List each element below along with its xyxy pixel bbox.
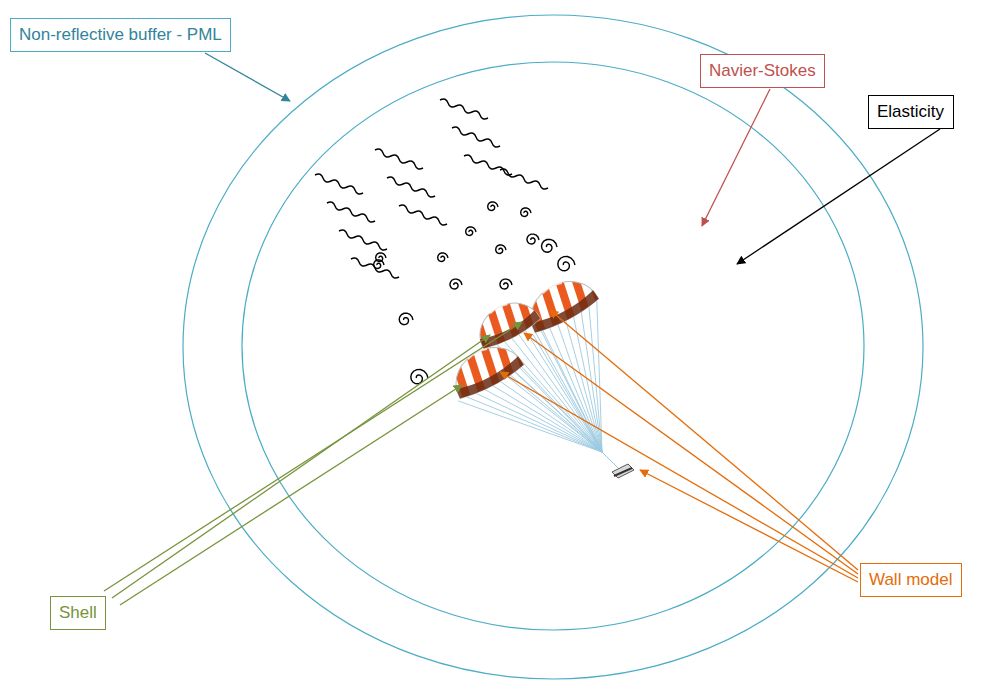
label-text: Elasticity	[877, 102, 945, 122]
riser-line	[602, 452, 620, 470]
suspension-line	[517, 332, 602, 452]
vortex-spiral	[376, 253, 386, 262]
suspension-line	[506, 376, 602, 453]
label-text: Shell	[59, 603, 97, 623]
vortex-spiral	[411, 370, 428, 384]
model-label-box: Shell	[50, 596, 106, 630]
wake-stroke	[440, 99, 488, 119]
canopy	[470, 292, 542, 352]
wake-stroke	[464, 155, 512, 175]
region-label-box: Elasticity	[868, 95, 954, 129]
vortex-spiral	[399, 313, 413, 324]
vortex-spiral	[450, 279, 462, 289]
vortex-spiral	[527, 234, 539, 244]
vortex-spiral	[558, 257, 575, 271]
vortex-spiral	[466, 227, 476, 236]
label-text: Navier-Stokes	[709, 61, 816, 81]
wake-stroke	[339, 230, 387, 250]
region-label-box: Non-reflective buffer - PML	[10, 18, 231, 52]
wake-stroke	[327, 202, 375, 222]
vortex-spiral	[488, 202, 498, 211]
wake-stroke	[387, 177, 435, 197]
suspension-line	[514, 371, 602, 452]
suspension-line	[557, 322, 602, 452]
parachutes	[445, 270, 601, 402]
vortex-spiral	[496, 245, 506, 254]
label-text: Non-reflective buffer - PML	[19, 25, 222, 45]
wake-stroke	[375, 149, 423, 169]
wake-stroke	[399, 205, 447, 225]
model-label-box: Wall model	[860, 563, 962, 597]
vortex-spiral	[500, 279, 512, 289]
suspension-line	[498, 380, 602, 452]
wake-stroke	[351, 258, 399, 278]
wake-stroke	[500, 169, 548, 189]
wake-stroke	[452, 127, 500, 147]
leader-lines	[104, 53, 940, 605]
vortex-spiral	[542, 239, 558, 252]
suspension-line	[510, 336, 602, 452]
outer-boundary	[183, 15, 923, 679]
suspension-line	[490, 384, 602, 452]
region-label-box: Navier-Stokes	[700, 54, 825, 88]
wake-stroke	[315, 174, 363, 194]
vortex-spiral	[521, 208, 531, 217]
label-text: Wall model	[869, 570, 953, 590]
capsule	[612, 464, 634, 478]
vortex-spiral	[438, 253, 448, 262]
inner-boundary	[242, 62, 864, 630]
